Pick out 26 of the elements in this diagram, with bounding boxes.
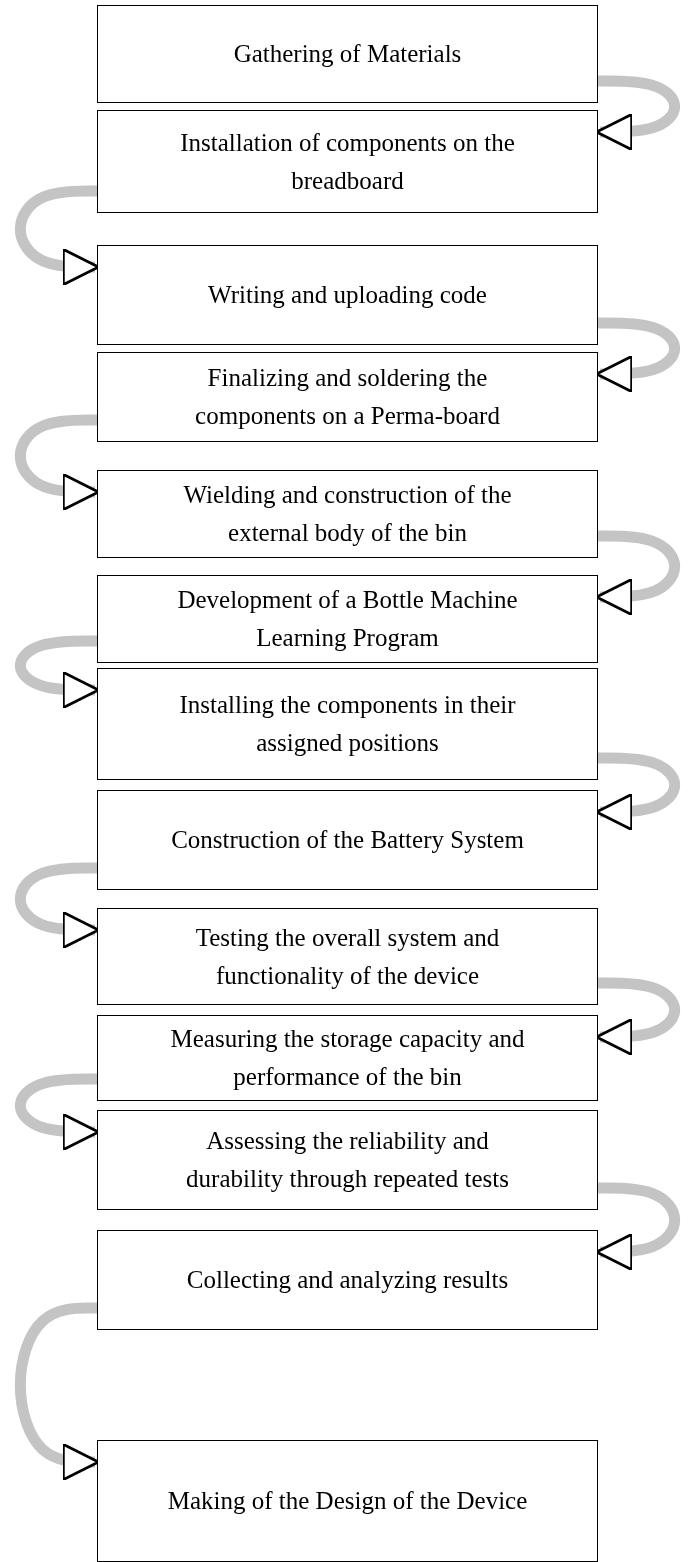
process-box [97, 470, 598, 558]
process-box [97, 790, 598, 890]
process-box [97, 1110, 598, 1210]
step-text: Making of the Design of the Device [167, 1486, 528, 1516]
process-box [97, 1440, 598, 1562]
process-box [97, 245, 598, 345]
process-box [97, 1015, 598, 1101]
step-text: Finalizing and soldering the components on a Perma-board [194, 363, 501, 431]
process-box [97, 352, 598, 442]
step-text: Collecting and analyzing results [186, 1265, 509, 1295]
process-box [97, 1230, 598, 1330]
step-text: Development of a Bottle Machine Learning Program [176, 585, 519, 653]
step-text: Wielding and construction of the external body of the bin [182, 480, 513, 548]
process-box [97, 668, 598, 780]
step-text: Construction of the Battery System [171, 825, 524, 855]
process-box [97, 110, 598, 213]
process-box [97, 5, 598, 103]
step-text: Testing the overall system and functionality of the device [194, 922, 501, 991]
process-box [97, 575, 598, 663]
step-text: Writing and uploading code [208, 280, 487, 310]
step-text: Installing the components in their assigned positions [178, 690, 517, 758]
step-text: Gathering of Materials [233, 39, 462, 69]
step-text: Assessing the reliability and durability through repeated tests [185, 1126, 510, 1194]
process-box [97, 908, 598, 1005]
step-text: Measuring the storage capacity and performance of the bin [169, 1024, 526, 1092]
step-text: Installation of components on the breadboard [179, 127, 516, 196]
